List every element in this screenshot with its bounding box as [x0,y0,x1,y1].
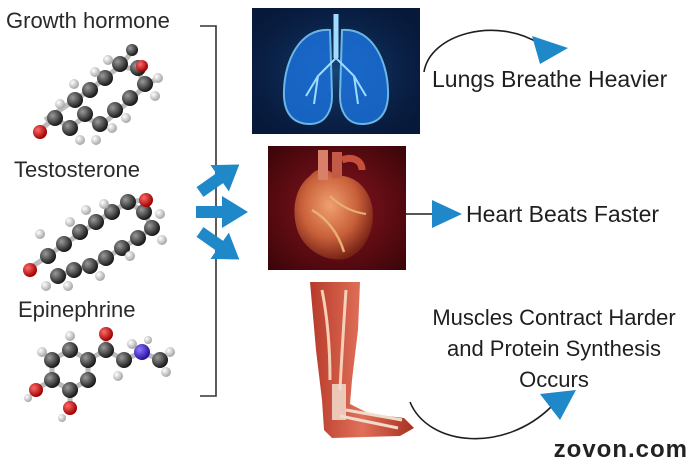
lungs-image [252,8,420,134]
muscles-effect-line3: Occurs [519,367,589,392]
lungs-curved-arrow-icon [423,29,568,73]
epinephrine-molecule [24,327,175,422]
muscles-effect-label: Muscles Contract Harder and Protein Synt… [414,302,694,395]
arrow-right-icon [196,196,248,228]
hormone-arrows [196,164,248,260]
heart-effect-label: Heart Beats Faster [466,201,660,227]
muscles-effect-line2: and Protein Synthesis [446,336,662,361]
growth-hormone-label: Growth hormone [6,8,170,33]
epinephrine-label: Epinephrine [18,297,136,322]
leg-muscles-image [310,282,414,438]
arrow-up-right-icon [196,164,240,197]
arrow-down-right-icon [196,227,240,260]
muscles-curved-arrow-icon [409,390,576,440]
heart-image [268,146,406,270]
growth-hormone-molecule [33,44,163,145]
heart-arrow-icon [406,200,462,228]
lungs-effect-label: Lungs Breathe Heavier [432,66,668,92]
muscles-effect-line1: Muscles Contract Harder [432,305,676,330]
watermark: zovon.com [553,436,688,463]
testosterone-molecule [23,193,167,291]
testosterone-label: Testosterone [14,157,140,182]
